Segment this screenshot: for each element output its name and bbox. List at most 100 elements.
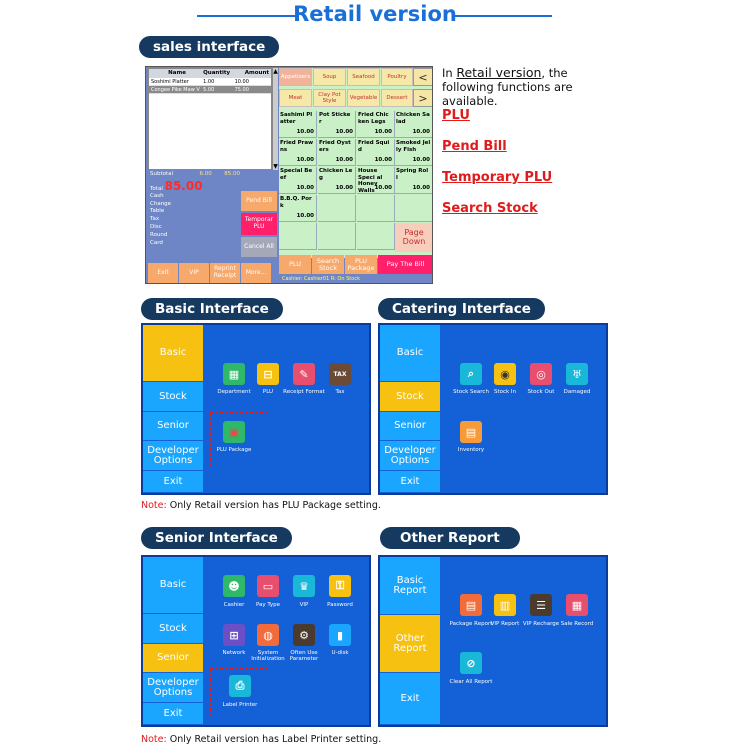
damaged-icon[interactable]: ♅ [566,363,588,385]
card-label: Card [150,239,163,246]
scroll-down-icon[interactable]: ▼ [273,163,278,170]
sidebar-item-developer[interactable]: Developer Options [143,673,203,703]
section-catering: Catering Interface [378,298,545,320]
category-seafood[interactable]: Seafood [347,68,380,86]
table-row[interactable]: Soshimi Platter 1.00 10.00 [149,78,271,86]
vip-icon[interactable]: ♛ [293,575,315,597]
plu-item-empty[interactable] [395,195,432,222]
item-price: 10.00 [296,157,314,164]
other-report-interface: Basic Report Other Report Exit ▤ Package… [378,555,608,727]
sale-record-icon[interactable]: ▦ [566,594,588,616]
cashier-icon[interactable]: ☻ [223,575,245,597]
inventory-icon[interactable]: ▤ [460,421,482,443]
sidebar-item-exit[interactable]: Exit [143,471,203,493]
pay-type-icon[interactable]: ▭ [257,575,279,597]
category-dessert[interactable]: Dessert [381,89,413,107]
sidebar-item-exit[interactable]: Exit [380,471,440,493]
feature-pend-bill: Pend Bill [442,139,507,154]
u-disk-icon[interactable]: ▮ [329,624,351,646]
table-scrollbar[interactable]: ▲ ▼ [272,68,278,170]
sidebar-item-other-report[interactable]: Other Report [380,615,440,673]
title-rule-left [197,15,297,17]
scroll-up-icon[interactable]: ▲ [273,68,278,75]
sidebar-item-developer[interactable]: Developer Options [143,441,203,471]
plu-package-icon[interactable]: ▣ [223,421,245,443]
page-down-button[interactable]: Page Down [395,223,432,252]
next-category-icon[interactable]: > [413,89,432,107]
category-meat[interactable]: Meat [279,89,312,107]
table-row[interactable]: Congee Pike Maw V 5.00 75.00 [149,86,271,94]
package-report-icon[interactable]: ▤ [460,594,482,616]
reprint-receipt-button[interactable]: Reprint Receipt [210,263,240,283]
category-soup[interactable]: Soup [313,68,346,86]
search-stock-button[interactable]: Search Stock [312,255,344,274]
receipt-format-icon[interactable]: ✎ [293,363,315,385]
sidebar-item-stock[interactable]: Stock [143,614,203,644]
category-vegetable[interactable]: Vegetable [347,89,380,107]
pend-bill-button[interactable]: Pend Bill [241,191,277,211]
vip-button[interactable]: VIP [179,263,209,283]
sidebar-item-exit[interactable]: Exit [380,673,440,725]
senior-note: Note: Only Retail version has Label Prin… [141,734,381,745]
department-icon[interactable]: ▦ [223,363,245,385]
category-appetizers[interactable]: Appetizers [279,68,312,86]
category-clay-pot[interactable]: Clay Pot Style [313,89,346,107]
stock-out-icon[interactable]: ◎ [530,363,552,385]
sidebar-item-senior[interactable]: Senior [143,412,203,441]
sidebar-item-stock[interactable]: Stock [380,382,440,412]
network-icon[interactable]: ⊞ [223,624,245,646]
tax-icon[interactable]: TAX [329,363,351,385]
password-icon[interactable]: ⚿ [329,575,351,597]
category-poultry[interactable]: Poultry [381,68,413,86]
stock-in-icon[interactable]: ◉ [494,363,516,385]
plu-package-button[interactable]: PLU Package [345,255,377,274]
plu-item-empty[interactable] [318,195,356,222]
stock-out-label: Stock Out [527,389,555,395]
sidebar-item-basic[interactable]: Basic [143,325,203,382]
title-rule-right [452,15,552,17]
plu-item-empty[interactable] [357,195,395,222]
vip-report-icon[interactable]: ▥ [494,594,516,616]
exit-button[interactable]: Exit [148,263,178,283]
pay-the-bill-button[interactable]: Pay The Bill [378,255,432,274]
plu-item-empty[interactable] [279,223,317,250]
sidebar-item-stock[interactable]: Stock [143,382,203,412]
sidebar-item-basic-report[interactable]: Basic Report [380,557,440,615]
sidebar-item-senior[interactable]: Senior [380,412,440,441]
item-price: 10.00 [412,185,430,192]
sidebar-item-developer[interactable]: Developer Options [380,441,440,471]
sidebar-item-basic[interactable]: Basic [143,557,203,614]
clear-all-report-icon[interactable]: ⊘ [460,652,482,674]
cancel-all-button[interactable]: Cancel All [241,237,277,257]
temporary-plu-button[interactable]: Temporar PLU [241,213,277,235]
system-initialization-icon[interactable]: ◍ [257,624,279,646]
gear-icon[interactable]: ⚙ [293,624,315,646]
label-printer-icon[interactable]: ⎙ [229,675,251,697]
sidebar-item-basic[interactable]: Basic [380,325,440,382]
sidebar-item-senior[interactable]: Senior [143,644,203,673]
stock-search-icon[interactable]: ⌕ [460,363,482,385]
sidebar-item-exit[interactable]: Exit [143,703,203,725]
vip-recharge-icon[interactable]: ☰ [530,594,552,616]
prev-category-icon[interactable]: < [413,68,432,86]
plu-item-empty[interactable] [357,223,395,250]
more-button[interactable]: More... [241,263,271,283]
plu-icon[interactable]: ⊟ [257,363,279,385]
plu-button[interactable]: PLU [279,255,311,274]
col-amount: Amount [244,70,269,76]
plu-item-empty[interactable] [318,223,356,250]
